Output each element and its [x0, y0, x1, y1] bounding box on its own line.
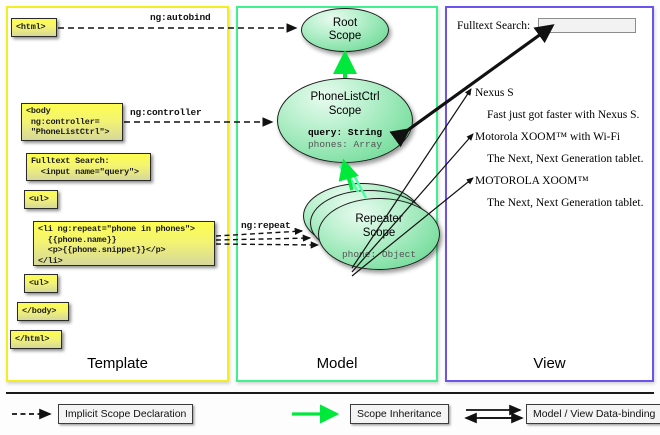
connector-label-repeat: ng:repeat [241, 220, 291, 231]
legend-divider [6, 392, 654, 394]
view-bullet-2: • [467, 174, 472, 189]
legend-label-scope-inheritance: Scope Inheritance [350, 404, 449, 424]
view-bullet-0: • [467, 86, 472, 101]
scope-root-line2: Scope [328, 30, 362, 42]
scope-root: Root Scope [301, 8, 389, 52]
scope-var-query: query: String [307, 127, 383, 138]
scope-phonelistctrl: PhoneListCtrl Scope query: String phones… [277, 78, 413, 163]
scope-rep-line1: Repeater [355, 213, 403, 225]
panel-view-label: View [533, 355, 566, 372]
scope-root-line1: Root [332, 17, 358, 29]
scope-ctrl-line2: Scope [328, 104, 362, 117]
view-item-snippet-0: Fast just got faster with Nexus S. [487, 109, 640, 121]
view-item-name-1: Motorola XOOM™ with Wi-Fi [475, 131, 621, 143]
scope-var-phone: phone: Object [341, 249, 417, 260]
view-content: Fulltext Search: • Nexus S Fast just got… [445, 6, 654, 382]
scope-rep-vars: phone: Object [319, 249, 439, 261]
code-box-html-open: <html> [11, 18, 57, 37]
code-box-ul-open: <ul> [24, 190, 58, 209]
scope-ctrl-vars: query: String phones: Array [278, 127, 412, 151]
view-item-name-2: MOTOROLA XOOM™ [475, 175, 589, 187]
view-search-input[interactable] [538, 18, 636, 33]
scope-ctrl-line1: PhoneListCtrl [310, 91, 380, 103]
code-box-body-close: </body> [17, 302, 69, 321]
code-box-ul-close: <ul> [24, 274, 58, 293]
scope-var-phones: phones: Array [307, 139, 383, 150]
code-box-li-repeat: <li ng:repeat="phone in phones"> {{phone… [33, 221, 215, 266]
code-box-body-open: <body ng:controller= "PhoneListCtrl"> [21, 103, 123, 141]
scope-repeater: Repeater Scope phone: Object [318, 198, 440, 270]
legend-label-data-binding: Model / View Data-binding [526, 404, 660, 424]
connector-label-controller: ng:controller [130, 107, 202, 118]
legend-label-implicit-scope: Implicit Scope Declaration [58, 404, 194, 424]
panel-template-label: Template [87, 355, 148, 372]
view-item-snippet-1: The Next, Next Generation tablet. [487, 153, 644, 165]
view-search-label: Fulltext Search: [457, 20, 531, 32]
view-item-snippet-2: The Next, Next Generation tablet. [487, 197, 644, 209]
code-box-search: Fulltext Search: <input name="query"> [26, 153, 151, 181]
code-box-html-close: </html> [10, 330, 62, 349]
panel-model-label: Model [316, 355, 358, 372]
view-bullet-1: • [467, 130, 472, 145]
scope-rep-line2: Scope [362, 226, 396, 239]
view-item-name-0: Nexus S [475, 87, 514, 99]
connector-label-autobind: ng:autobind [150, 12, 211, 23]
